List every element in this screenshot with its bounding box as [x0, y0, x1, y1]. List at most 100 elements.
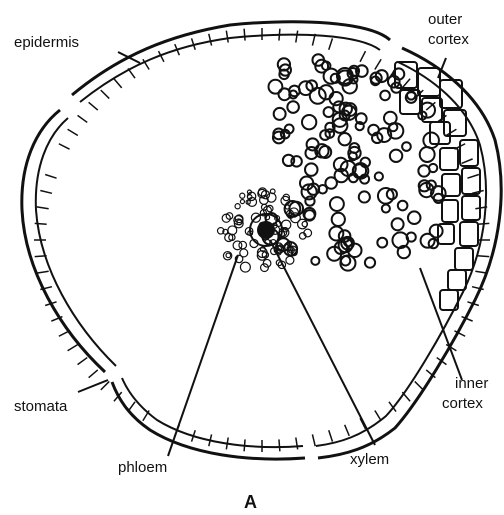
- vascular-cell: [240, 193, 245, 198]
- epidermis-cell-wall: [59, 144, 70, 149]
- cortex-cell: [332, 213, 345, 226]
- cortex-cell: [429, 164, 437, 172]
- epidermis-cell-wall: [345, 425, 350, 436]
- epidermis-cell-wall: [375, 59, 381, 69]
- cortex-cell: [378, 188, 394, 204]
- label-inner-cortex-line1: inner: [455, 375, 488, 392]
- cortex-cell: [330, 197, 344, 211]
- cortex-cell: [287, 101, 299, 113]
- label-panel-letter: A: [244, 492, 257, 512]
- label-phloem: phloem: [118, 459, 167, 476]
- cortex-cell: [274, 108, 286, 120]
- cortex-cell: [269, 80, 283, 94]
- epidermis-cell-wall: [279, 439, 280, 451]
- epidermis-cell-wall: [37, 271, 49, 273]
- label-xylem: xylem: [350, 451, 389, 468]
- vascular-cell: [226, 253, 231, 258]
- epidermis-cell-wall: [78, 115, 88, 122]
- epidermis-cell-wall: [375, 411, 381, 421]
- cortex-cell: [408, 211, 421, 224]
- outer-cortex-cell: [460, 140, 478, 166]
- cortex-cell: [392, 218, 404, 230]
- epidermis-cell-wall: [45, 174, 56, 178]
- cortex-cell: [359, 191, 370, 202]
- epidermis-cell-wall: [329, 430, 333, 441]
- label-outer-cortex-line2: cortex: [428, 31, 469, 48]
- cortex-cell: [302, 115, 316, 129]
- cortex-cell: [430, 225, 443, 238]
- epidermis-cell-wall: [40, 191, 52, 194]
- vascular-bundle: [217, 188, 311, 272]
- epidermis-cell-wall: [402, 79, 410, 88]
- epidermis-cell-wall: [128, 402, 135, 412]
- epidermis-cell-wall: [101, 90, 109, 98]
- vascular-cell: [239, 241, 247, 249]
- leader-phloem: [168, 255, 238, 456]
- epidermis-cell-wall: [78, 358, 88, 365]
- epidermis-cell-wall: [475, 271, 487, 273]
- epidermis-cell-wall: [59, 331, 70, 336]
- epidermis-cell-wall: [360, 51, 365, 62]
- label-outer-cortex-line1: outer: [428, 11, 462, 28]
- outer-cortex-cell: [455, 248, 473, 270]
- cortex-cell: [375, 172, 383, 180]
- cortex-cell: [299, 81, 313, 95]
- epidermis-cell-wall: [296, 31, 298, 43]
- leader-xylem: [270, 240, 375, 445]
- outer-cortex-cell: [448, 270, 466, 290]
- epidermis-cell-wall: [462, 159, 473, 164]
- cortex-cell: [305, 163, 318, 176]
- outer-cortex-cell: [460, 222, 478, 246]
- epidermis-cell-wall: [128, 68, 135, 78]
- epidermis-cell-wall: [244, 29, 245, 41]
- epidermis-cell-wall: [35, 223, 47, 224]
- epidermis-cell-wall: [296, 438, 298, 450]
- epidermis-cell-wall: [114, 79, 122, 88]
- cortex-cell: [339, 133, 351, 145]
- epidermis-cell-wall: [68, 129, 78, 135]
- cortex-cell: [382, 204, 390, 212]
- epidermis-cell-wall: [89, 370, 98, 378]
- cortex-cell: [324, 107, 334, 117]
- epidermis-cell-wall: [402, 392, 410, 401]
- cortex-cell: [420, 147, 435, 162]
- cortex-cell: [402, 142, 411, 151]
- outer-cortex-cell: [462, 168, 480, 194]
- cortex-cell: [329, 92, 342, 105]
- leader-stomata: [78, 380, 108, 392]
- epidermis-cell-wall: [477, 223, 489, 224]
- outer-cortex-cell: [442, 200, 458, 222]
- epidermis-cell-wall: [226, 438, 228, 450]
- vascular-cell: [240, 262, 250, 272]
- vascular-cell: [235, 204, 240, 209]
- cortex-cell: [390, 150, 402, 162]
- cortex-cell: [365, 257, 375, 267]
- label-epidermis: epidermis: [14, 34, 79, 51]
- epidermis-cell-wall: [209, 34, 212, 46]
- cortex-cell: [377, 238, 387, 248]
- epidermis-cell-wall: [68, 344, 78, 350]
- cortex-cell: [307, 138, 319, 150]
- epidermis-cell-wall: [467, 174, 478, 178]
- epidermis-cell-wall: [244, 439, 245, 451]
- cortex-cell: [329, 227, 343, 241]
- epidermis-cell-wall: [37, 207, 49, 209]
- cortex-cell: [423, 132, 439, 148]
- epidermis-cell-wall: [415, 381, 423, 389]
- vascular-cell: [286, 256, 294, 264]
- cortex-cell: [380, 91, 390, 101]
- label-inner-cortex-line2: cortex: [442, 395, 483, 412]
- epidermis-cell-wall: [89, 102, 98, 110]
- epidermis-cell-wall: [446, 129, 456, 135]
- xylem-core: [257, 221, 275, 239]
- cortex-cell: [291, 156, 301, 166]
- cortex-cell: [418, 165, 429, 176]
- vascular-cell: [228, 226, 237, 235]
- cortex-cell: [398, 201, 408, 211]
- epidermis-cell-wall: [477, 256, 489, 257]
- vascular-cell: [240, 249, 248, 257]
- vascular-cell: [240, 200, 244, 204]
- epidermis-cell-wall: [35, 256, 47, 257]
- cortex-cell: [311, 257, 319, 265]
